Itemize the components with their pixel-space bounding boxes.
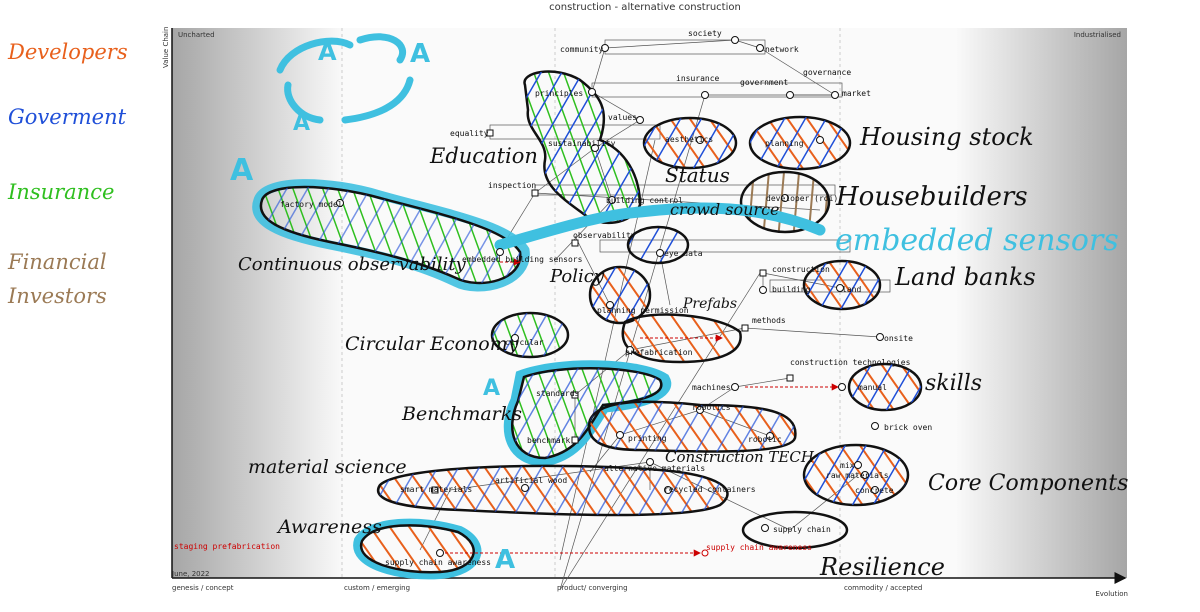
prefabs-annotation: Prefabs: [682, 296, 737, 312]
supply-chain-awareness-target: supply chain awareness: [706, 543, 812, 552]
stage-product: product/ converging: [557, 584, 628, 592]
eye-data-label: eye data: [664, 249, 703, 258]
construction-tech-annotation: Construction TECH: [665, 448, 815, 466]
uncharted-label: Uncharted: [178, 31, 215, 39]
value-chain-label: Value Chain: [162, 27, 170, 68]
building-control-label: building control: [606, 196, 683, 205]
map-title: construction - alternative construction: [549, 2, 741, 13]
stage-genesis: genesis / concept: [172, 584, 234, 592]
policy-annotation: Policy: [549, 266, 605, 287]
equality-label: equality: [450, 129, 489, 138]
values-label: values: [608, 113, 637, 122]
network-label: network: [765, 45, 799, 54]
awareness-blob: [359, 524, 475, 574]
status-annotation: Status: [665, 163, 730, 187]
market-label: market: [842, 89, 871, 98]
components: society community network insurance gove…: [280, 29, 932, 567]
brick-oven-label: brick oven: [884, 423, 932, 432]
stage-commodity: commodity / accepted: [844, 584, 922, 592]
industrialised-label: Industrialised: [1074, 31, 1121, 39]
eye-data-blob: [626, 225, 690, 265]
date-label: June, 2022: [171, 570, 210, 578]
crowd-source-annotation: crowd source: [670, 200, 780, 219]
government-label: government: [740, 78, 788, 87]
cyan-a-6: A: [495, 545, 515, 575]
pipeline-stub-label: staging prefabrication: [174, 542, 280, 551]
material-science-annotation: material science: [248, 456, 407, 478]
robotics-label: robotics: [692, 403, 731, 412]
onsite-label: onsite: [884, 334, 913, 343]
cyan-a-5: A: [483, 376, 500, 401]
standards-label: standards: [536, 389, 580, 398]
circular-economy-annotation: Circular Economy: [345, 333, 519, 355]
legend-developers: Developers: [8, 40, 128, 64]
supply-chain-label: supply chain: [773, 525, 831, 534]
community-label: community: [560, 45, 604, 54]
machines-label: machines: [692, 383, 731, 392]
cyan-a-2: A: [410, 39, 430, 69]
embedded-sensors-annotation: embedded sensors: [835, 223, 1119, 258]
manual-label: manual: [858, 383, 887, 392]
land-banks-annotation: Land banks: [894, 263, 1036, 291]
alternative-materials-label: alternative materials: [604, 464, 705, 473]
methods-label: methods: [752, 316, 786, 325]
benchmarks-annotation: Benchmarks: [401, 403, 522, 425]
principles-label: principles: [535, 89, 583, 98]
housebuilders-annotation: Housebuilders: [835, 182, 1028, 212]
cyan-a-4: A: [230, 153, 254, 188]
supply-chain-awareness-label: supply chain awareness: [385, 558, 491, 567]
factory-model-label: factory model: [280, 200, 343, 209]
resilience-annotation: Resilience: [819, 553, 945, 581]
stage-custom: custom / emerging: [344, 584, 410, 592]
construction-technologies-label: construction technologies: [790, 358, 911, 367]
printing-label: printing: [628, 434, 667, 443]
legend-investors: Financial Investors: [8, 250, 107, 308]
developer-label: developer (roi): [766, 194, 838, 203]
awareness-annotation: Awareness: [276, 516, 382, 538]
circular-label: circular: [505, 338, 544, 347]
insurance-label: insurance: [676, 74, 720, 83]
embedded-sensors-label: embedded building sensors: [462, 255, 583, 264]
cyan-scribbles: [276, 33, 414, 124]
cyan-a-1: A: [318, 38, 337, 66]
artificial-wood-label: artificial wood: [495, 476, 567, 485]
legend-government: Goverment: [8, 105, 127, 129]
building-label: building: [772, 285, 811, 294]
mix-label: mix: [840, 461, 855, 470]
land-label: land: [842, 285, 861, 294]
inspection-label: inspection: [488, 181, 536, 190]
education-annotation: Education: [429, 144, 538, 168]
sensors-arrow: [494, 202, 826, 251]
continuous-observability-annotation: Continuous observability: [238, 254, 467, 275]
planning-label: planning: [765, 139, 804, 148]
cyan-a-3: A: [293, 111, 310, 136]
housing-stock-annotation: Housing stock: [859, 123, 1034, 151]
society-label: society: [688, 29, 722, 38]
raw-materials-label: raw materials: [826, 471, 889, 480]
concrete-label: concrete: [855, 486, 894, 495]
resilience-blob: [741, 510, 849, 550]
robotic-label: robotic: [748, 435, 782, 444]
smart-materials-label: smart materials: [400, 485, 472, 494]
sustainability-label: sustainability: [548, 139, 616, 148]
planning-permission-label: planning permission: [597, 306, 689, 315]
aesthetics-label: aesthetics: [665, 135, 713, 144]
observability-label: observability: [573, 231, 636, 240]
prefabrication-label: prefabrication: [625, 348, 693, 357]
skills-annotation: skills: [925, 371, 982, 396]
governance-label: governance: [803, 68, 851, 77]
legend-insurance: Insurance: [8, 180, 115, 204]
awareness-highlight: [353, 518, 482, 580]
benchmark-label: benchmark: [527, 436, 571, 445]
core-components-annotation: Core Components: [928, 471, 1128, 496]
recycled-containers-label: recycled containers: [664, 485, 756, 494]
observability-highlight: [252, 179, 530, 292]
construction-label: construction: [772, 265, 830, 274]
evolution-label: Evolution: [1095, 590, 1128, 598]
